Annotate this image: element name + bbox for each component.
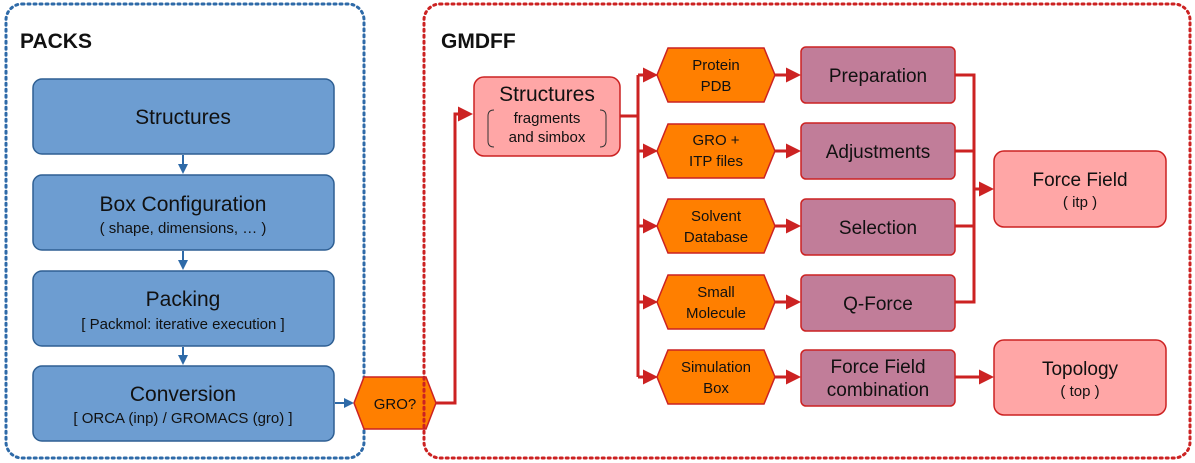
processes-to-forcefield-connector	[955, 73, 976, 304]
gmdff-structures-line1: fragments	[514, 110, 581, 127]
input-simulation-box-line2: Box	[703, 380, 729, 397]
packs-step-conversion-subtitle: [ ORCA (inp) / GROMACS (gro) ]	[73, 410, 292, 427]
packs-step-structures-title: Structures	[135, 106, 231, 129]
gmdff-structures-title: Structures	[499, 83, 595, 106]
packs-step-box-configuration-box	[32, 174, 335, 251]
topology-box	[993, 339, 1167, 416]
input-protein-pdb-hexagon	[656, 47, 776, 103]
topology-subtitle: ( top )	[1060, 383, 1099, 400]
input-gro-itp-line2: ITP files	[689, 153, 743, 170]
process-preparation-label: Preparation	[829, 66, 927, 87]
input-protein-pdb-line2: PDB	[701, 78, 732, 95]
topology-title: Topology	[1042, 359, 1119, 380]
packs-step-conversion-box	[32, 365, 335, 442]
packs-step-structures-box	[32, 78, 335, 155]
input-protein-pdb-line1: Protein	[692, 57, 740, 74]
packs-step-box-configuration-subtitle: ( shape, dimensions, … )	[100, 220, 267, 237]
packs-title: PACKS	[20, 30, 92, 53]
gro-question-hexagon	[353, 376, 437, 430]
gmdff-title: GMDFF	[441, 30, 516, 53]
input-simulation-box-hexagon	[656, 349, 776, 405]
input-solvent-database-line1: Solvent	[691, 208, 742, 225]
packs-step-packing-box	[32, 270, 335, 347]
input-gro-itp-hexagon	[656, 123, 776, 179]
input-small-molecule-line2: Molecule	[686, 305, 746, 322]
packs-step-box-configuration-title: Box Configuration	[100, 193, 267, 216]
gmdff-structures-left-brace	[487, 109, 495, 148]
process-selection-label: Selection	[839, 218, 917, 239]
force-field-box	[993, 150, 1167, 228]
gro-to-structures-arrow	[436, 106, 473, 405]
packs-panel-border	[4, 2, 366, 460]
process-adjustments-label: Adjustments	[826, 142, 931, 163]
gmdff-panel: GMDFF Structures fragments and simbox Pr…	[422, 2, 1192, 460]
packs-step-conversion-title: Conversion	[130, 383, 236, 406]
packs-step-packing-title: Packing	[146, 288, 221, 311]
gmdff-panel-border	[422, 2, 1192, 460]
packs-step-packing-subtitle: [ Packmol: iterative execution ]	[81, 316, 284, 333]
process-qforce-label: Q-Force	[843, 294, 913, 315]
process-ff-combination-line2: combination	[827, 380, 929, 401]
input-solvent-database-line2: Database	[684, 229, 748, 246]
packs-panel: PACKS Structures Box Configuration ( sha…	[4, 2, 366, 460]
input-gro-itp-line1: GRO +	[692, 132, 739, 149]
force-field-title: Force Field	[1032, 170, 1127, 191]
gmdff-structures-line2: and simbox	[509, 129, 586, 146]
input-simulation-box-line1: Simulation	[681, 359, 751, 376]
process-ff-combination-line1: Force Field	[830, 357, 925, 378]
input-small-molecule-line1: Small	[697, 284, 735, 301]
gro-question-label: GRO?	[374, 396, 417, 413]
input-solvent-database-hexagon	[656, 198, 776, 254]
input-small-molecule-hexagon	[656, 274, 776, 330]
force-field-subtitle: ( itp )	[1063, 194, 1097, 211]
gmdff-structures-right-brace	[599, 109, 607, 148]
